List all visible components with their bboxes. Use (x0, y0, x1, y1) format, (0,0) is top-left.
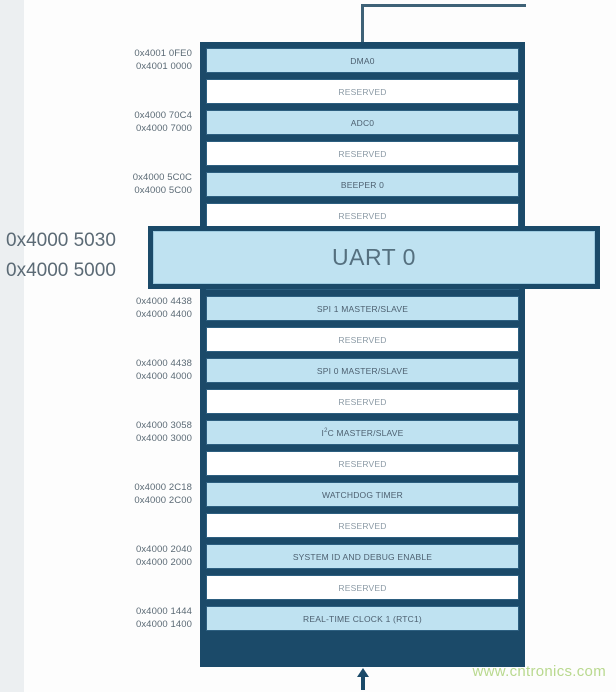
memory-region-label: REAL-TIME CLOCK 1 (RTC1) (303, 613, 422, 624)
memory-region-row[interactable]: DMA0 (206, 48, 519, 73)
memory-region-label: DMA0 (350, 55, 375, 66)
memory-region-row[interactable]: ADC0 (206, 110, 519, 135)
memory-region-row[interactable]: BEEPER 0 (206, 172, 519, 197)
memory-region-label: I2C MASTER/SLAVE (321, 427, 404, 438)
memory-region-label: RESERVED (338, 210, 387, 221)
memory-region-label: SYSTEM ID AND DEBUG ENABLE (292, 551, 433, 562)
memory-region-label: RESERVED (338, 520, 387, 531)
memory-region-label: RESERVED (338, 334, 387, 345)
memory-region-address-group: 0x4001 0FE0 0x4001 0000 (106, 47, 192, 74)
address-high: 0x4000 3058 (135, 419, 192, 431)
memory-region-address-group: 0x4000 70C4 0x4000 7000 (106, 109, 192, 136)
address-low: 0x4000 7000 (135, 123, 192, 134)
reserved-region-row[interactable]: RESERVED (206, 575, 519, 600)
left-background-panel (0, 0, 24, 692)
memory-region-label: ADC0 (350, 117, 375, 128)
address-low: 0x4000 1400 (135, 619, 192, 630)
memory-region-label: RESERVED (338, 582, 387, 593)
address-high: 0x4000 5C0C (132, 171, 192, 183)
memory-region-row[interactable]: SPI 1 MASTER/SLAVE (206, 296, 519, 321)
memory-region-row[interactable]: I2C MASTER/SLAVE (206, 420, 519, 445)
memory-region-label: RESERVED (338, 396, 387, 407)
reserved-region-row[interactable]: RESERVED (206, 203, 519, 228)
address-low: 0x4000 3000 (135, 433, 192, 444)
memory-region-label: SPI 0 MASTER/SLAVE (316, 365, 409, 376)
top-connector-vertical-line (361, 4, 364, 44)
memory-region-label: RESERVED (338, 458, 387, 469)
memory-region-address-group: 0x4000 2C18 0x4000 2C00 (106, 481, 192, 508)
address-low: 0x4000 4400 (135, 309, 192, 320)
memory-region-label: BEEPER 0 (340, 179, 385, 190)
address-high: 0x4000 2C18 (134, 481, 192, 493)
bottom-arrow-icon (357, 668, 369, 690)
site-watermark: www.cntronics.com (472, 663, 606, 680)
memory-region-row[interactable]: SYSTEM ID AND DEBUG ENABLE (206, 544, 519, 569)
address-low: 0x4001 0000 (135, 61, 192, 72)
memory-region-label: RESERVED (338, 148, 387, 159)
memory-region-label: RESERVED (338, 86, 387, 97)
reserved-region-row[interactable]: RESERVED (206, 141, 519, 166)
uart-callout-address-high: 0x4000 5030 (6, 230, 116, 251)
memory-region-row[interactable]: WATCHDOG TIMER (206, 482, 519, 507)
address-high: 0x4001 0FE0 (134, 47, 192, 59)
memory-region-label: SPI 1 MASTER/SLAVE (316, 303, 409, 314)
memory-region-address-group: 0x4000 5C0C 0x4000 5C00 (106, 171, 192, 198)
reserved-region-row[interactable]: RESERVED (206, 451, 519, 476)
memory-region-row[interactable]: REAL-TIME CLOCK 1 (RTC1) (206, 606, 519, 631)
uart-callout-address-low: 0x4000 5000 (6, 260, 116, 281)
memory-region-address-group: 0x4000 1444 0x4000 1400 (106, 605, 192, 632)
memory-region-address-group: 0x4000 4438 0x4000 4400 (106, 295, 192, 322)
reserved-region-row[interactable]: RESERVED (206, 513, 519, 538)
reserved-region-row[interactable]: RESERVED (206, 79, 519, 104)
address-low: 0x4000 2C00 (134, 495, 192, 506)
uart-callout-inner: UART 0 (153, 231, 595, 284)
reserved-region-row[interactable]: RESERVED (206, 327, 519, 352)
memory-region-address-group: 0x4000 3058 0x4000 3000 (106, 419, 192, 446)
uart-callout-address-group: 0x4000 5030 0x4000 5000 (6, 226, 144, 286)
top-connector-horizontal-line (361, 4, 526, 7)
address-high: 0x4000 1444 (135, 605, 192, 617)
uart-callout-label: UART 0 (332, 244, 416, 270)
address-high: 0x4000 4438 (135, 357, 192, 369)
address-low: 0x4000 5C00 (134, 185, 192, 196)
reserved-region-row[interactable]: RESERVED (206, 389, 519, 414)
address-high: 0x4000 2040 (135, 543, 192, 555)
address-high: 0x4000 4438 (135, 295, 192, 307)
memory-region-row[interactable]: SPI 0 MASTER/SLAVE (206, 358, 519, 383)
address-high: 0x4000 70C4 (134, 109, 192, 121)
memory-region-address-group: 0x4000 2040 0x4000 2000 (106, 543, 192, 570)
address-low: 0x4000 2000 (135, 557, 192, 568)
memory-region-address-group: 0x4000 4438 0x4000 4000 (106, 357, 192, 384)
address-low: 0x4000 4000 (135, 371, 192, 382)
uart-callout-box[interactable]: UART 0 (148, 226, 600, 289)
memory-region-label: WATCHDOG TIMER (321, 489, 404, 500)
